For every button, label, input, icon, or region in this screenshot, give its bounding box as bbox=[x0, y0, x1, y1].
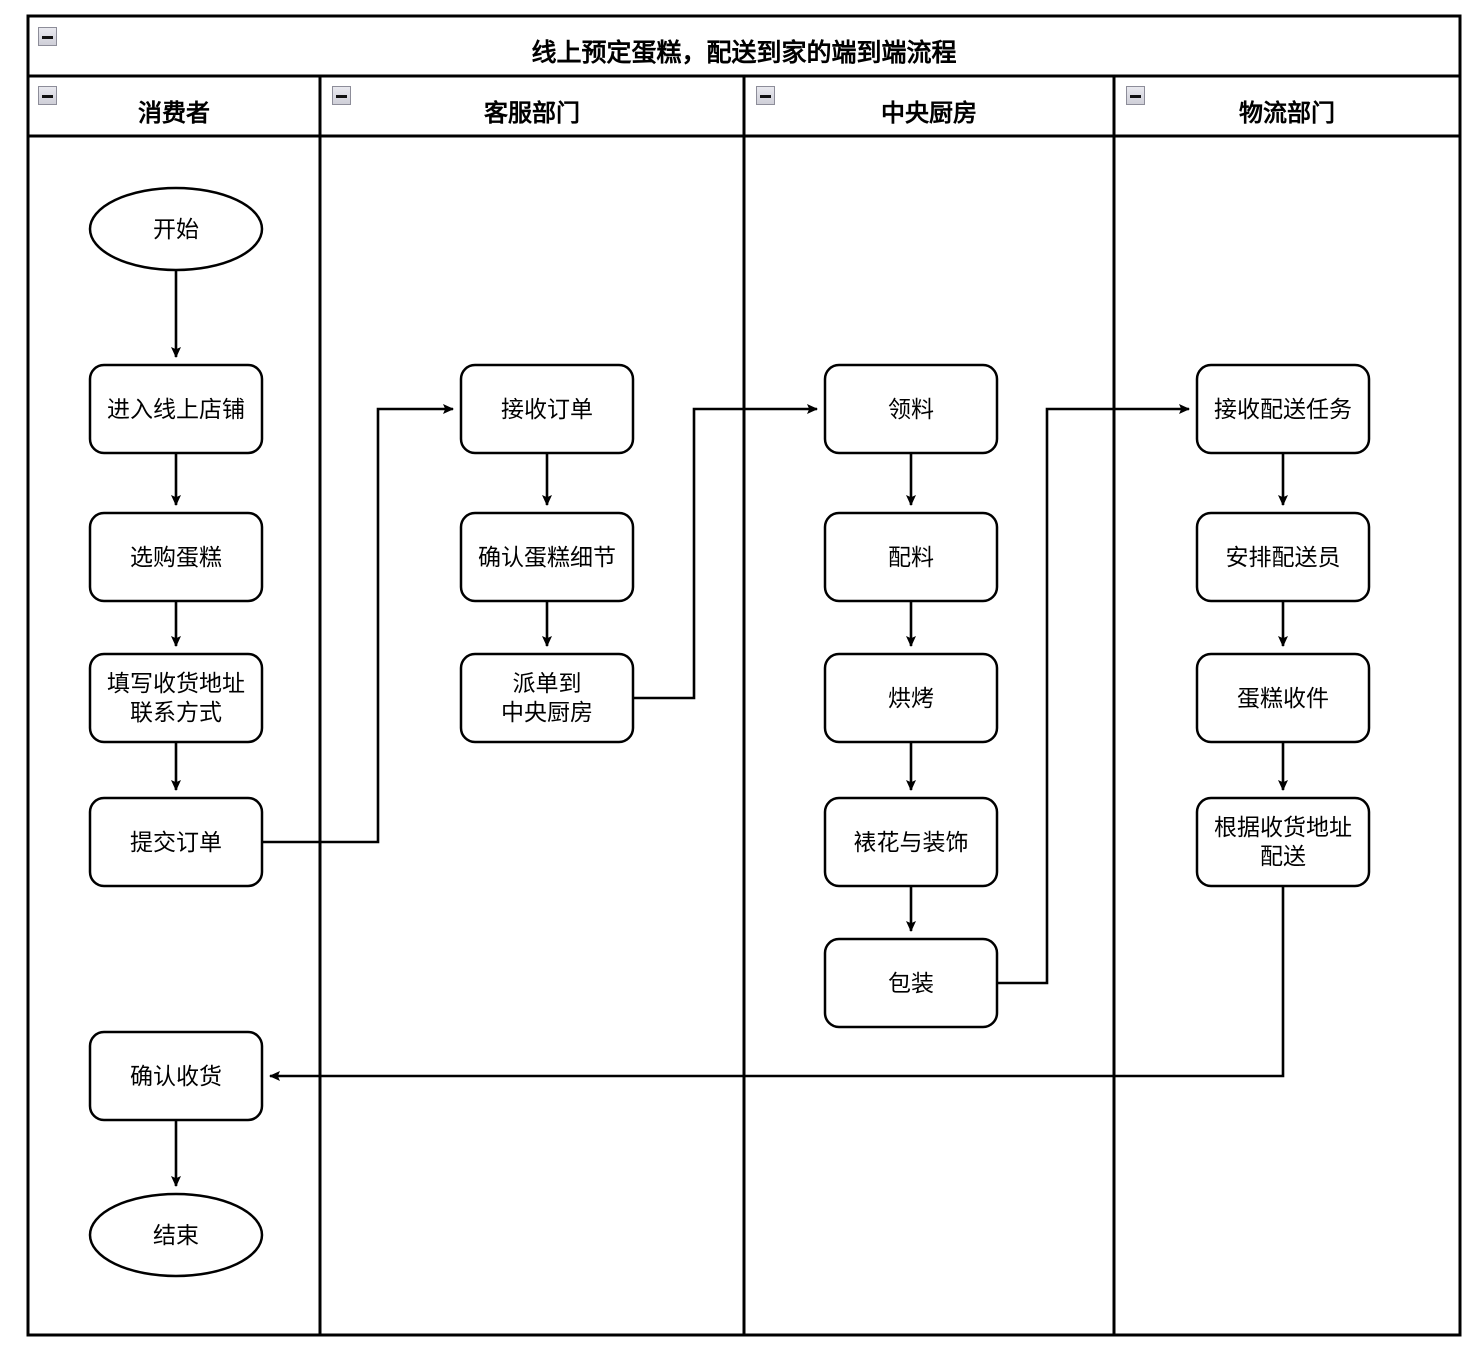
edge-deliver-to-confirm-receive bbox=[269, 886, 1285, 1081]
lane-collapse-icon-kitchen[interactable] bbox=[756, 86, 775, 105]
lane-title-logistics: 物流部门 bbox=[1239, 100, 1335, 127]
node-get-material[interactable] bbox=[823, 363, 999, 455]
node-fill-address[interactable] bbox=[88, 652, 264, 744]
lane-collapse-icon-service[interactable] bbox=[332, 86, 351, 105]
node-pick-cake[interactable] bbox=[88, 511, 264, 603]
lane-title-consumer: 消费者 bbox=[138, 100, 210, 127]
node-receive-task[interactable] bbox=[1195, 363, 1371, 455]
lane-title-kitchen: 中央厨房 bbox=[881, 100, 977, 127]
lane-title-service: 客服部门 bbox=[484, 100, 580, 127]
node-end[interactable] bbox=[88, 1192, 264, 1278]
node-confirm-detail[interactable] bbox=[459, 511, 635, 603]
node-cake-pickup[interactable] bbox=[1195, 652, 1371, 744]
node-bake[interactable] bbox=[823, 652, 999, 744]
edges-group bbox=[171, 270, 1288, 1187]
node-start[interactable] bbox=[88, 186, 264, 272]
node-assign-courier[interactable] bbox=[1195, 511, 1371, 603]
node-dispatch-kitchen[interactable] bbox=[459, 652, 635, 744]
node-decorate[interactable] bbox=[823, 796, 999, 888]
node-submit-order[interactable] bbox=[88, 796, 264, 888]
edge-package-to-receive-task bbox=[997, 404, 1190, 985]
node-receive-order[interactable] bbox=[459, 363, 635, 455]
node-confirm-receive[interactable] bbox=[88, 1030, 264, 1122]
edge-submit-order-to-receive-order bbox=[262, 404, 454, 844]
node-deliver[interactable] bbox=[1195, 796, 1371, 888]
pool-title: 线上预定蛋糕，配送到家的端到端流程 bbox=[531, 39, 957, 67]
pool-collapse-icon[interactable] bbox=[38, 27, 57, 46]
lane-collapse-icon-consumer[interactable] bbox=[38, 86, 57, 105]
edge-dispatch-to-get-material bbox=[633, 404, 818, 700]
lane-collapse-icon-logistics[interactable] bbox=[1126, 86, 1145, 105]
node-mix[interactable] bbox=[823, 511, 999, 603]
node-package[interactable] bbox=[823, 937, 999, 1029]
node-enter-shop[interactable] bbox=[88, 363, 264, 455]
lane-dividers bbox=[318, 76, 1116, 1335]
